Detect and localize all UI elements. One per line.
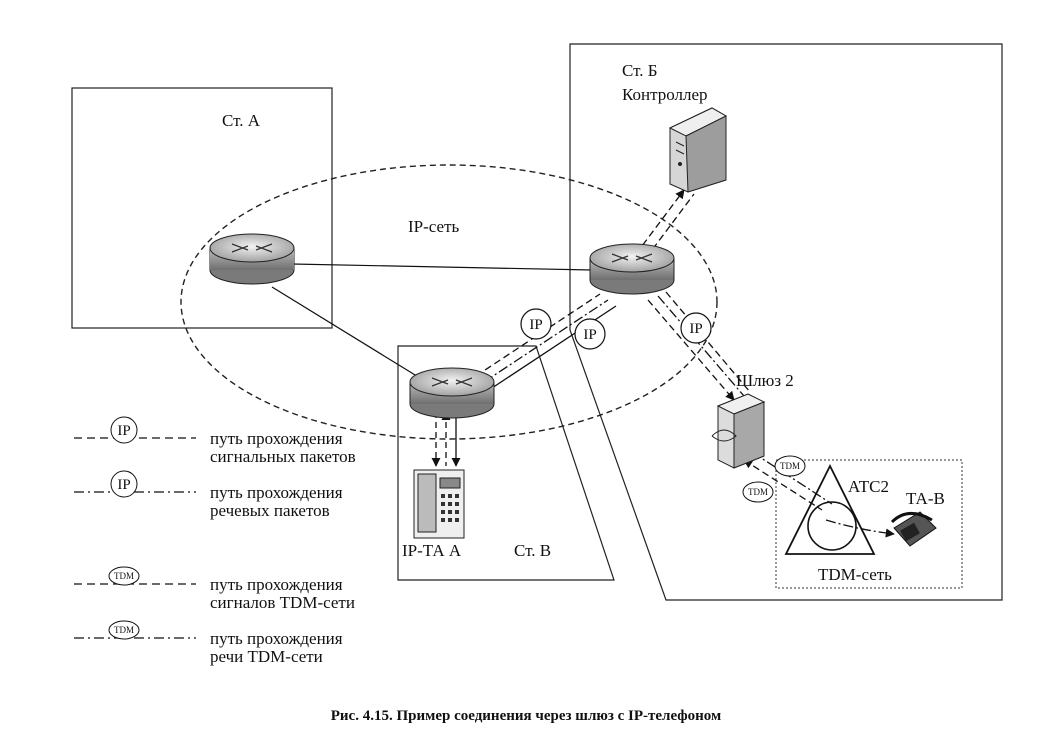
legend-text-line1: путь прохождения	[210, 429, 343, 448]
legend-text-line1: путь прохождения	[210, 575, 343, 594]
svg-text:IP: IP	[583, 327, 596, 343]
legend-text-line2: речевых пакетов	[210, 501, 330, 520]
link-a-b	[291, 263, 593, 271]
router-v-icon	[409, 367, 495, 419]
station-v-box	[397, 345, 615, 581]
link-a-v	[271, 286, 421, 379]
path-router-b-to-gateway	[647, 291, 751, 401]
legend-text-line1: путь прохождения	[210, 629, 343, 648]
ip-phone-a-icon	[413, 469, 465, 539]
station-b-label: Ст. Б	[622, 61, 658, 80]
ip-network-ellipse	[180, 164, 718, 440]
router-b-icon	[589, 243, 675, 295]
ats2-icon	[784, 463, 876, 555]
ats-label: АТС2	[848, 477, 889, 496]
telephone-ta-v-icon	[890, 511, 937, 547]
legend-text-line2: сигналов TDM-сети	[210, 593, 355, 612]
figure-caption: Рис. 4.15. Пример соединения через шлюз …	[331, 708, 721, 724]
legend-text-line2: речи TDM-сети	[210, 647, 323, 666]
station-b-box	[569, 43, 1003, 601]
svg-text:IP: IP	[689, 321, 702, 337]
controller-label: Контроллер	[622, 85, 708, 104]
legend-text-line2: сигнальных пакетов	[210, 447, 356, 466]
legend-badge: TDM	[114, 625, 134, 635]
ip-badge-1: IP	[520, 308, 552, 340]
gateway-icon	[711, 393, 766, 469]
ta-v-label: ТА-В	[906, 489, 945, 508]
svg-text:TDM: TDM	[780, 461, 800, 471]
legend-badge: IP	[117, 477, 130, 493]
controller-server-icon	[668, 107, 728, 193]
ip-ta-a-label: IP-ТА А	[402, 541, 462, 560]
router-a-icon	[209, 233, 295, 285]
svg-text:IP: IP	[529, 317, 542, 333]
svg-text:TDM: TDM	[748, 487, 768, 497]
tdm-badge-2: TDM	[742, 481, 774, 503]
path-gateway-to-ats	[743, 451, 895, 538]
legend-text-line1: путь прохождения	[210, 483, 343, 502]
tdm-network-label: TDM-сеть	[818, 565, 892, 584]
station-a-box	[71, 87, 333, 329]
station-a-label: Ст. А	[222, 111, 261, 130]
legend-badge: IP	[117, 423, 130, 439]
gateway-label: Шлюз 2	[736, 371, 794, 390]
ip-badge-2: IP	[574, 318, 606, 350]
tdm-badge-1: TDM	[774, 455, 806, 477]
ip-badge-3: IP	[680, 312, 712, 344]
ip-network-label: IP-сеть	[408, 217, 460, 236]
station-v-label: Ст. В	[514, 541, 551, 560]
tdm-network-box	[775, 459, 963, 589]
legend-badge: TDM	[114, 571, 134, 581]
path-router-v-to-phone	[431, 411, 461, 467]
